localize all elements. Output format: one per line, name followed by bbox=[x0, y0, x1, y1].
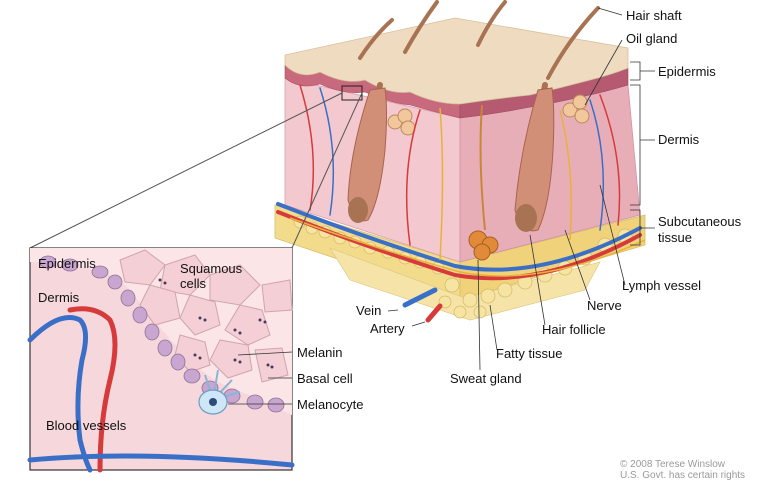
skin-block bbox=[274, 0, 646, 323]
label-vein: Vein bbox=[356, 303, 382, 318]
nerves bbox=[289, 107, 646, 277]
zoom-line-right bbox=[291, 92, 363, 249]
inset-label-blood-vessels: Blood vessels bbox=[46, 418, 127, 433]
label-nerve: Nerve bbox=[587, 298, 622, 313]
melanin-dots bbox=[158, 278, 274, 369]
inset-label-squamous-line1: Squamous bbox=[180, 261, 243, 276]
label-dermis: Dermis bbox=[658, 132, 700, 147]
label-artery: Artery bbox=[370, 321, 405, 336]
hair-follicles bbox=[347, 87, 555, 232]
inset-label-dermis: Dermis bbox=[38, 290, 80, 305]
label-fatty-tissue: Fatty tissue bbox=[496, 346, 563, 361]
oil-glands bbox=[387, 94, 590, 136]
label-lymph-vessel: Lymph vessel bbox=[622, 278, 701, 293]
basal-cells bbox=[39, 255, 285, 413]
leader-lines bbox=[228, 7, 655, 405]
inset-label-squamous-line2: cells bbox=[180, 276, 207, 291]
inset-blood-vessels bbox=[27, 306, 295, 473]
label-subcutaneous-line2: tissue bbox=[658, 230, 692, 245]
label-basal-cell: Basal cell bbox=[297, 371, 353, 386]
label-melanin: Melanin bbox=[297, 345, 343, 360]
inset-panel bbox=[27, 247, 295, 473]
credit-line1: © 2008 Terese Winslow bbox=[620, 459, 726, 470]
label-oil-gland: Oil gland bbox=[626, 31, 678, 46]
melanocyte bbox=[198, 369, 241, 415]
zoom-line-left bbox=[29, 92, 343, 249]
inset-label-epidermis: Epidermis bbox=[38, 256, 96, 271]
label-hair-follicle: Hair follicle bbox=[542, 322, 606, 337]
label-melanocyte: Melanocyte bbox=[297, 397, 364, 412]
label-subcutaneous-line1: Subcutaneous bbox=[658, 214, 742, 229]
label-sweat-gland: Sweat gland bbox=[450, 371, 522, 386]
label-epidermis: Epidermis bbox=[658, 64, 716, 79]
label-hair-shaft: Hair shaft bbox=[626, 8, 682, 23]
credit-line2: U.S. Govt. has certain rights bbox=[620, 470, 746, 481]
sweat-gland bbox=[468, 104, 499, 261]
skin-surface bbox=[284, 17, 629, 105]
